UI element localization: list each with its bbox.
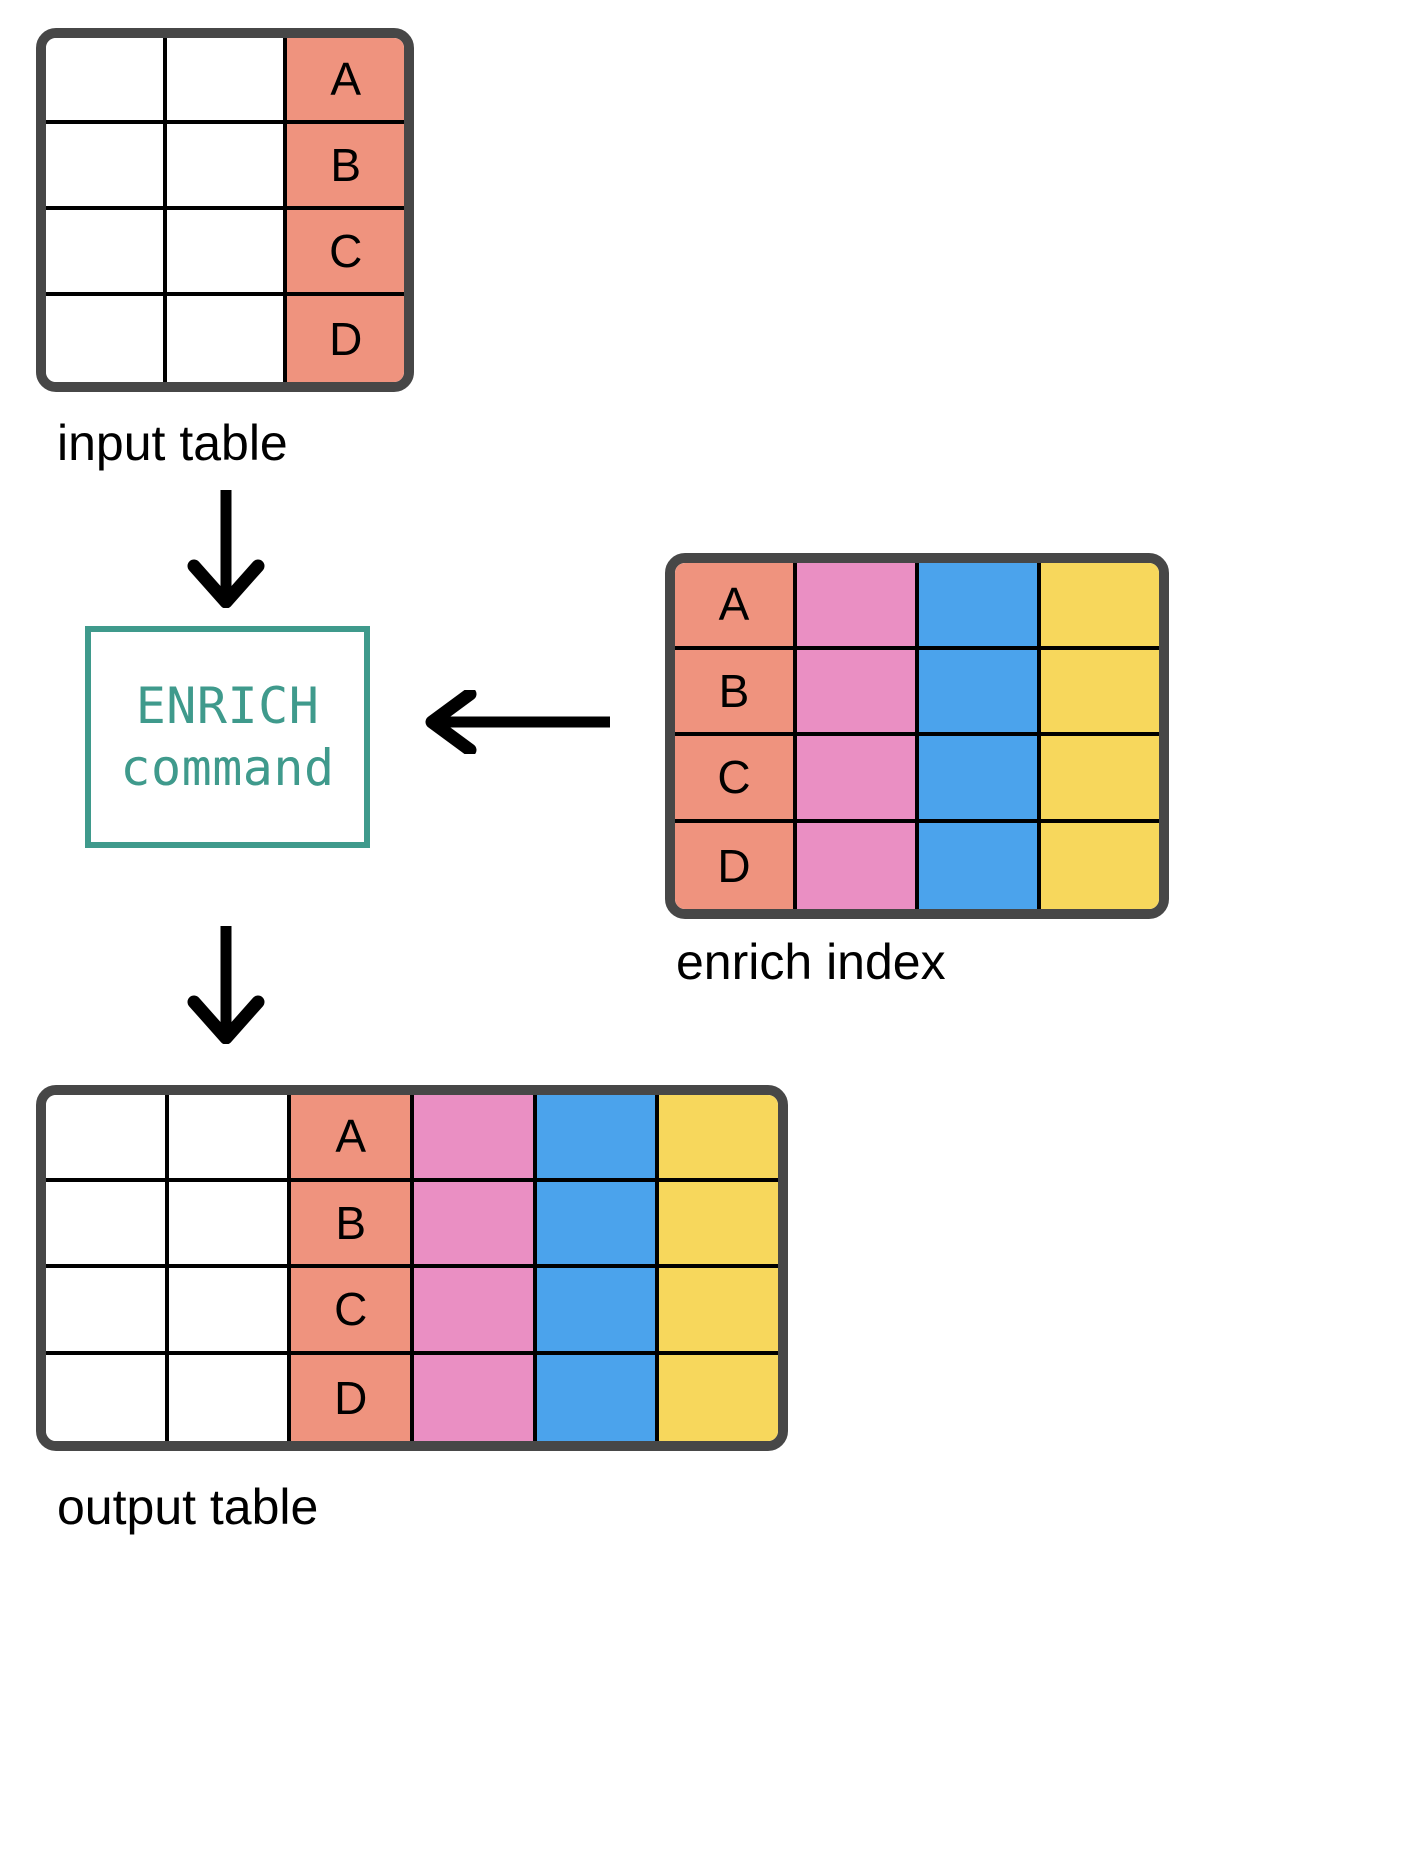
output_table-cell [46,1268,169,1355]
enrich_index-cell [797,736,919,823]
output_table-cell [168,1268,292,1355]
input_table-cell: C [287,210,404,296]
input_table-cell [46,38,167,124]
enrich_index-cell [919,649,1041,736]
output_table-cell: B [291,1181,415,1268]
enrich_index-cell [797,822,919,909]
enrich-command-box[interactable]: ENRICH command [85,626,370,848]
enrich_index-cell [1041,822,1159,909]
enrich_index-row: C [675,736,1159,823]
output_table-cell [659,1181,778,1268]
arrow-index-to-command-icon [425,690,610,754]
enrich_index-cell [919,563,1041,650]
input-table-caption: input table [57,415,288,471]
output-table-caption: output table [57,1479,319,1535]
output_table-cell [536,1268,660,1355]
output_table-row: A [46,1095,778,1182]
enrich_index-row: A [675,563,1159,650]
enrich_index-row: D [675,822,1159,909]
arrow-command-to-output-icon [187,926,265,1044]
input_table-row: C [46,210,404,296]
output_table-row: C [46,1268,778,1355]
output_table-cell [414,1268,537,1355]
output_table-cell [168,1354,292,1441]
enrich_index-cell: A [675,563,797,650]
input_table-row: D [46,296,404,382]
input_table-row: B [46,124,404,210]
enrich_index-cell [1041,736,1159,823]
output_table-cell: D [291,1354,415,1441]
output_table-cell [659,1354,778,1441]
output_table-cell [414,1181,537,1268]
input_table-cell: B [287,124,404,210]
enrich_index-cell: B [675,649,797,736]
output_table-cell [46,1095,169,1182]
output_table-cell [46,1181,169,1268]
output_table-cell [659,1268,778,1355]
output_table-cell [414,1354,537,1441]
output_table-cell [168,1181,292,1268]
input_table-cell [166,296,288,382]
output_table-cell [414,1095,537,1182]
input_table-cell [166,38,288,124]
output_table-cell [536,1181,660,1268]
enrich_index-cell [919,736,1041,823]
output_table-cell [536,1095,660,1182]
enrich_index-cell [797,563,919,650]
input_table-cell [166,210,288,296]
enrich_index-row: B [675,649,1159,736]
input_table-cell: D [287,296,404,382]
input_table-cell [166,124,288,210]
arrow-input-to-command-icon [187,490,265,608]
input_table-cell [46,296,167,382]
input_table-cell [46,124,167,210]
output_table-cell [659,1095,778,1182]
enrich_index-cell [797,649,919,736]
input_table-cell [46,210,167,296]
output_table-cell [536,1354,660,1441]
output_table-cell [168,1095,292,1182]
enrich_index-cell: D [675,822,797,909]
enrich-index-caption: enrich index [676,934,946,990]
enrich_index-cell: C [675,736,797,823]
output_table-cell: C [291,1268,415,1355]
enrich-command-line-2: command [120,739,335,797]
enrich_index-cell [1041,649,1159,736]
output_table-row: B [46,1181,778,1268]
enrich-command-line-1: ENRICH [135,677,320,735]
input_table-row: A [46,38,404,124]
output_table-cell [46,1354,169,1441]
enrich_index-cell [919,822,1041,909]
enrich_index-cell [1041,563,1159,650]
output_table-row: D [46,1354,778,1441]
output_table-cell: A [291,1095,415,1182]
input_table-cell: A [287,38,404,124]
